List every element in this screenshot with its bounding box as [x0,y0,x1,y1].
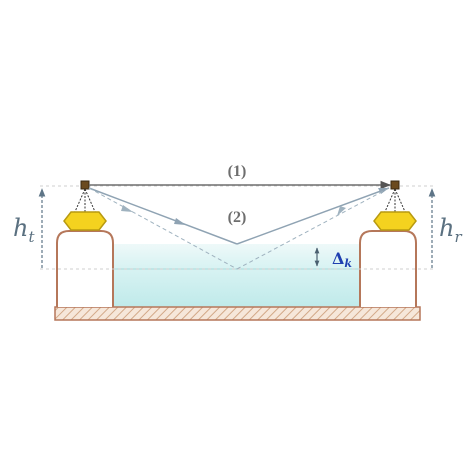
label-delta-k: Δk [332,249,352,270]
label-ray-2: (2) [228,209,247,226]
transmitter-box [80,180,90,190]
left-antenna-mount [73,188,97,215]
reflected-ray-arrowhead-1 [174,218,186,225]
reflected-ray-incident [88,187,238,245]
label-h-t-sub: t [28,228,35,246]
label-h-t: ht [13,214,35,246]
water-surface [112,244,360,308]
label-h-r: hr [439,214,462,246]
image-ray-incident [88,187,238,270]
image-ray-arrowhead-1 [121,205,133,212]
label-ray-1: (1) [228,163,247,180]
image-ray-outgoing [236,187,390,270]
label-h-r-sub: r [454,228,462,246]
antenna-hexagon-icon [63,211,107,231]
receiver-box [390,180,400,190]
image-ray-arrowhead-2 [337,206,346,216]
label-delta-main: Δ [332,249,344,268]
ground-slab [54,306,421,321]
antenna-hexagon-icon [373,211,417,231]
label-h-t-main: h [13,214,28,242]
right-antenna-mount [383,188,407,215]
label-h-r-main: h [439,214,454,242]
reflected-ray-outgoing [236,187,390,245]
label-delta-sub: k [344,257,352,270]
